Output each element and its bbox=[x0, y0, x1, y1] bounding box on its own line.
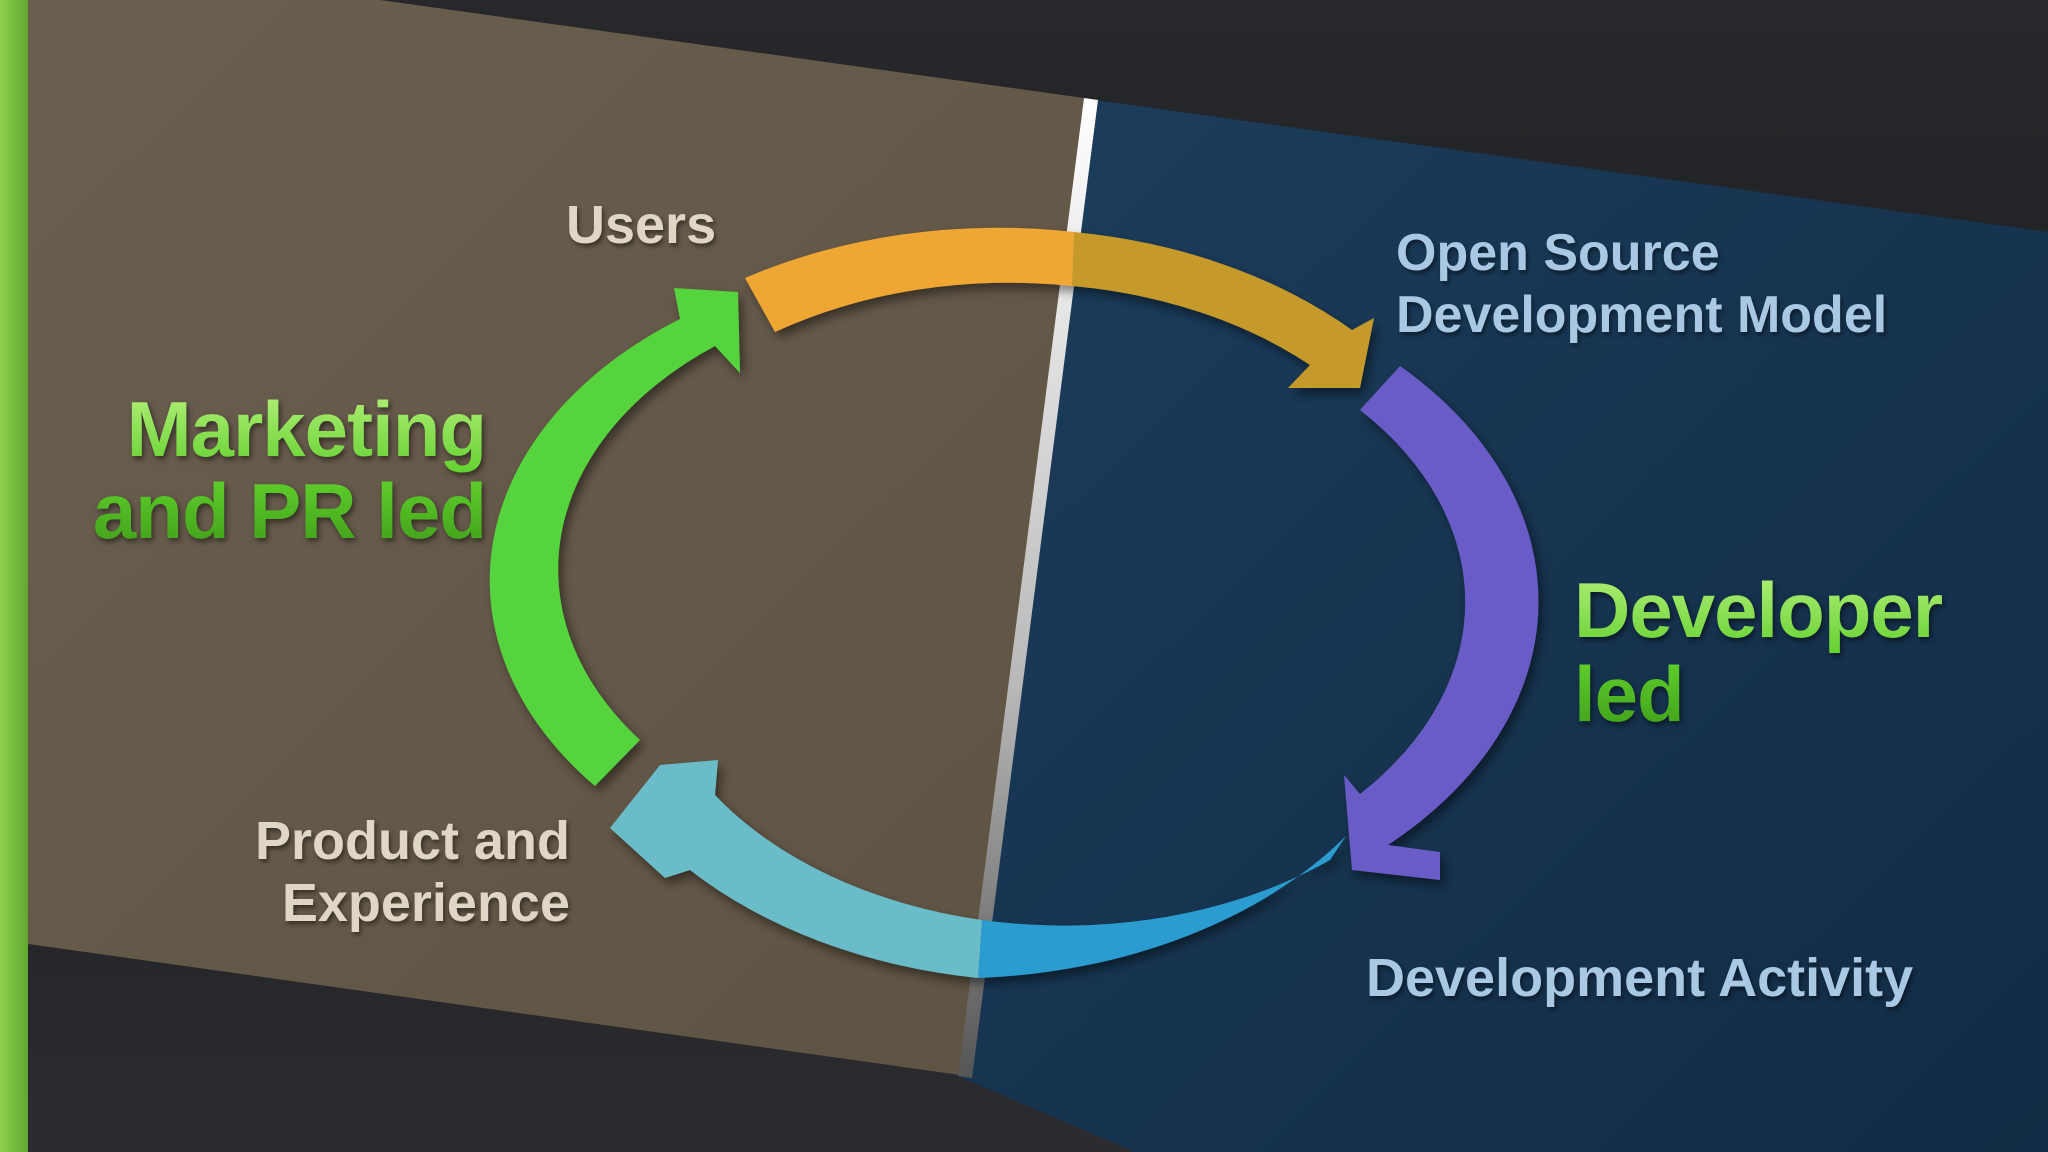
marketing-line-1: Marketing bbox=[126, 385, 486, 473]
product-arrow bbox=[610, 760, 982, 978]
development-activity-label: Development Activity bbox=[1366, 948, 1914, 1008]
product-line-1: Product and bbox=[254, 811, 570, 871]
marketing-pr-led-label: Marketing and PR led bbox=[93, 388, 486, 552]
marketing-arrow bbox=[489, 288, 740, 786]
users-arrow bbox=[745, 227, 1074, 332]
activity-arrow bbox=[978, 836, 1346, 978]
open-source-model-label: Open Source Development Model bbox=[1396, 222, 1887, 346]
developer-led-label: Developer led bbox=[1574, 568, 1942, 736]
product-line-2: Experience bbox=[281, 873, 570, 933]
developer-line-2: led bbox=[1574, 650, 1684, 738]
developer-arrow bbox=[1344, 366, 1539, 880]
divider-line bbox=[958, 98, 1098, 1078]
left-accent-bar bbox=[0, 0, 28, 1152]
open-source-line-2: Development Model bbox=[1396, 286, 1888, 344]
developer-line-1: Developer bbox=[1574, 566, 1943, 654]
open-source-arrow bbox=[1072, 232, 1374, 388]
product-experience-label: Product and Experience bbox=[255, 810, 570, 934]
open-source-line-1: Open Source bbox=[1396, 224, 1720, 282]
users-label: Users bbox=[566, 195, 717, 255]
marketing-line-2: and PR led bbox=[92, 467, 486, 555]
